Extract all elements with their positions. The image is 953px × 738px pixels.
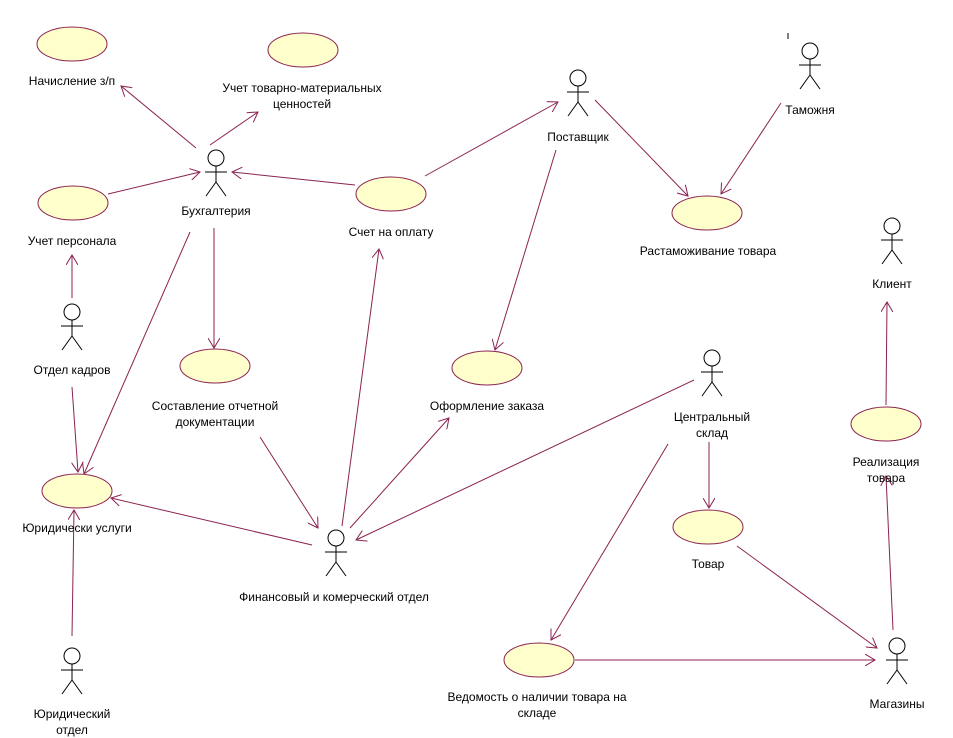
- association-1: [209, 112, 258, 146]
- usecase-uslugi: [41, 473, 113, 509]
- usecase-label-rast: Растаможивание товара: [639, 244, 777, 258]
- usecase-tmc: [267, 32, 339, 68]
- usecase-label-pers: Учет персонала: [27, 234, 117, 248]
- association-13: [111, 498, 313, 546]
- association-5: [594, 99, 688, 196]
- association-16: [349, 418, 449, 529]
- usecase-otch: [179, 348, 251, 384]
- usecase-pers: [37, 185, 109, 221]
- actor-label-yur: Юридический отдел: [33, 707, 111, 737]
- usecase-label-tovar: Товар: [691, 557, 725, 571]
- usecase-ved: [503, 642, 575, 678]
- actor-label-buh: Бухгалтерия: [181, 204, 251, 218]
- actor-fin: [325, 529, 347, 577]
- actor-label-post: Поставщик: [547, 130, 609, 144]
- actor-mag: [886, 637, 908, 685]
- usecase-real: [850, 406, 922, 442]
- association-0: [121, 86, 197, 149]
- association-17: [356, 379, 695, 540]
- actor-label-mag: Магазины: [869, 697, 925, 711]
- association-19: [551, 443, 669, 640]
- usecase-label-uslugi: Юридически услуги: [22, 521, 132, 535]
- usecase-label-schet: Счет на оплату: [348, 225, 434, 239]
- actor-sklad: [701, 349, 723, 397]
- association-2: [107, 172, 200, 195]
- actor-tam: [799, 42, 821, 90]
- association-20: [736, 545, 877, 648]
- nodes: [36, 26, 922, 695]
- usecase-zp: [36, 26, 108, 62]
- association-3: [232, 172, 356, 186]
- usecase-schet: [355, 176, 427, 212]
- usecase-zakaz: [451, 350, 523, 386]
- actor-label-klient: Клиент: [872, 277, 912, 291]
- actor-kadry: [61, 303, 83, 351]
- usecase-label-tmc: Учет товарно-материальных ценностей: [222, 81, 382, 111]
- usecase-rast: [671, 195, 743, 231]
- actor-klient: [881, 217, 903, 265]
- association-6: [721, 102, 782, 194]
- usecase-label-ved: Ведомость о наличии товара на складе: [447, 690, 627, 720]
- actor-post: [567, 69, 589, 117]
- actor-label-sklad: Центральный склад: [673, 410, 751, 440]
- usecase-label-otch: Составление отчетной документации: [151, 399, 279, 429]
- association-23: [886, 302, 887, 406]
- association-12: [72, 510, 74, 637]
- actor-yur: [61, 647, 83, 695]
- actor-label-kadry: Отдел кадров: [33, 363, 111, 377]
- usecase-label-zakaz: Оформление заказа: [429, 399, 545, 413]
- associations: [72, 86, 894, 660]
- usecase-label-real: Реализация товара: [852, 455, 920, 485]
- association-4: [424, 102, 558, 177]
- usecase-tovar: [672, 509, 744, 545]
- association-15: [341, 249, 379, 527]
- actor-label-fin: Финансовый и комерческий отдел: [239, 590, 429, 604]
- association-9: [84, 231, 191, 474]
- association-11: [72, 386, 78, 472]
- association-14: [259, 436, 318, 528]
- association-7: [495, 149, 557, 350]
- actor-buh: [205, 149, 227, 197]
- usecase-label-zp: Начисление з/п: [28, 74, 116, 88]
- actor-label-tam: Таможня: [785, 103, 835, 117]
- association-22: [886, 476, 894, 631]
